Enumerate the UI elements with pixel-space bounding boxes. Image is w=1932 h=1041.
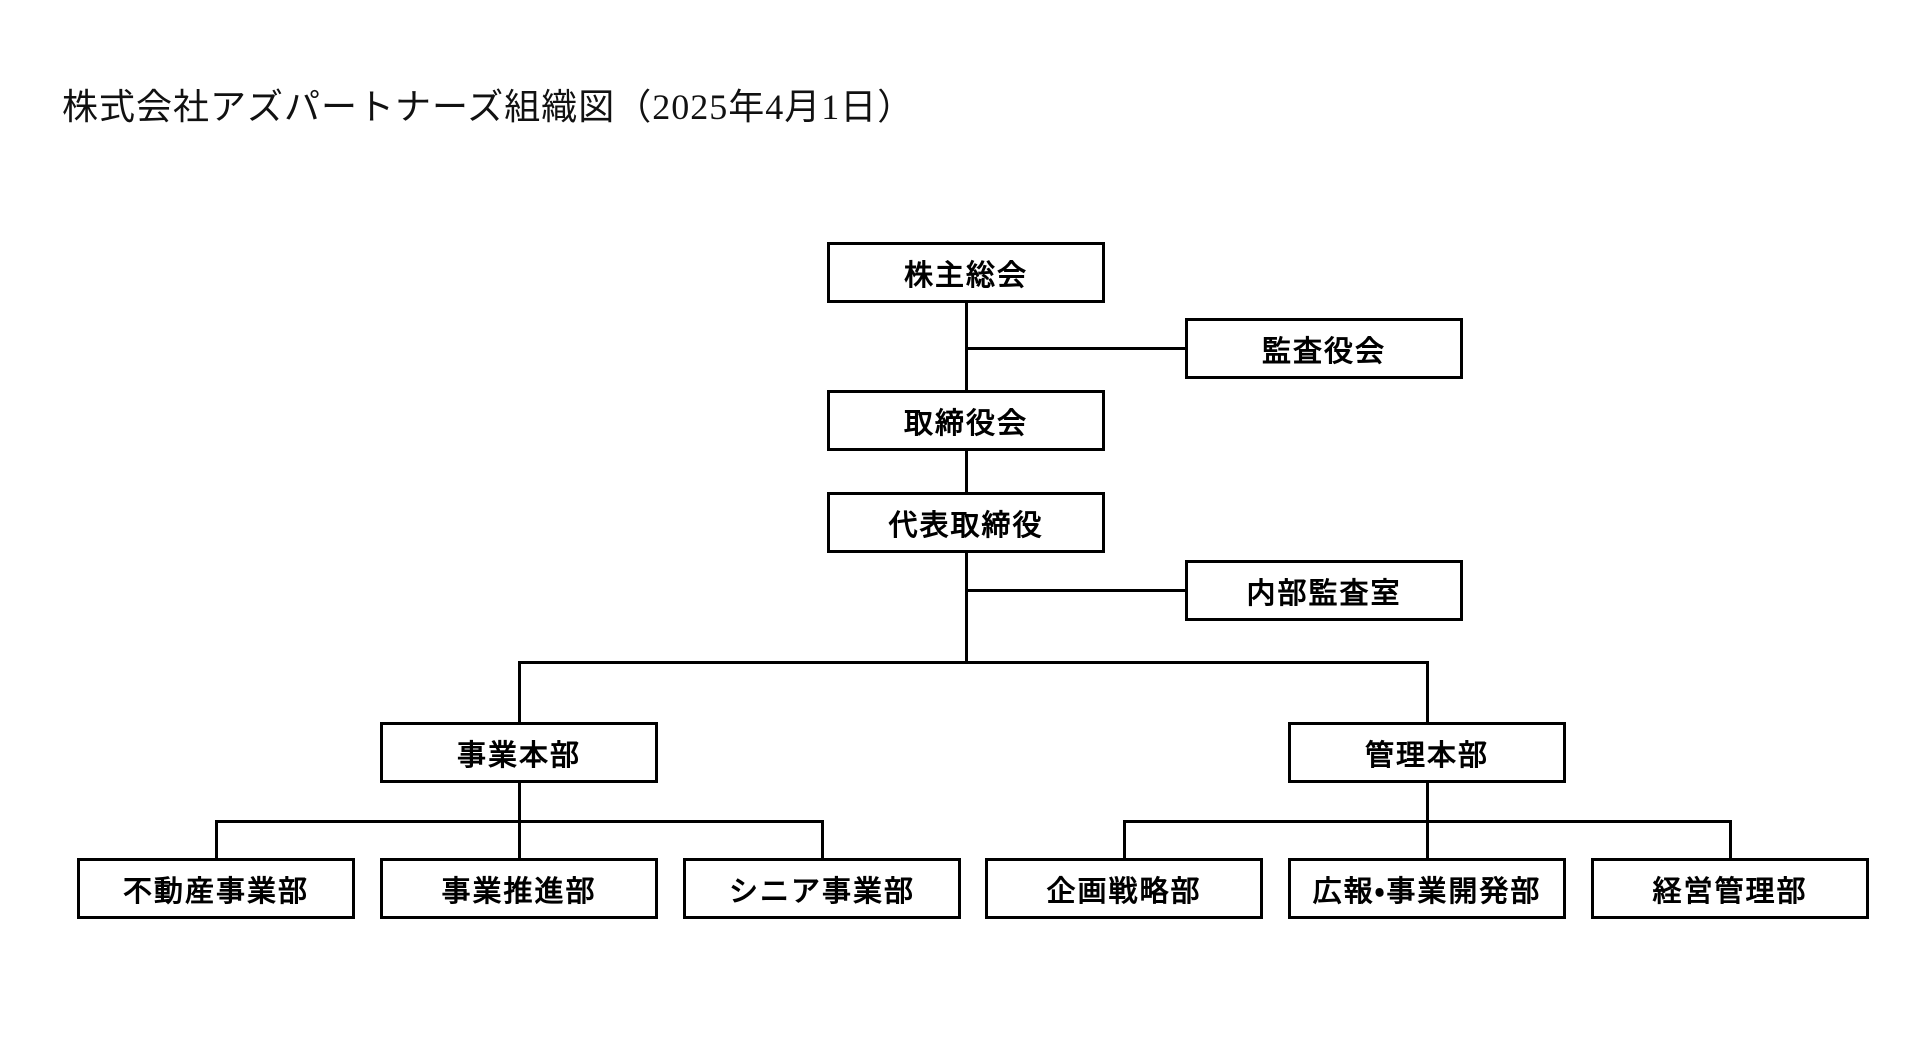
node-business-promotion-dept: 事業推進部 — [380, 858, 658, 919]
connector-rep-to-rail — [965, 553, 968, 664]
node-real-estate-dept-label: 不動産事業部 — [122, 875, 309, 908]
node-senior-business-dept: シニア事業部 — [683, 858, 961, 919]
connector-directors-to-rep — [965, 451, 968, 492]
connector-to-real-estate — [215, 820, 218, 858]
node-board-of-directors-label: 取締役会 — [903, 407, 1028, 440]
node-planning-strategy-dept: 企画戦略部 — [985, 858, 1263, 919]
node-internal-audit-office: 内部監査室 — [1185, 560, 1463, 621]
node-management-admin-dept: 経営管理部 — [1591, 858, 1869, 919]
node-admin-hq-label: 管理本部 — [1364, 739, 1489, 772]
node-shareholders-meeting: 株主総会 — [827, 242, 1105, 303]
chart-title: 株式会社アズパートナーズ組織図（2025年4月1日） — [62, 87, 915, 127]
node-planning-strategy-dept-label: 企画戦略部 — [1046, 875, 1202, 908]
node-representative-director: 代表取締役 — [827, 492, 1105, 553]
node-audit-board-label: 監査役会 — [1261, 335, 1386, 368]
node-pr-business-dev-dept: 広報・事業開発部 — [1288, 858, 1566, 919]
node-board-of-directors: 取締役会 — [827, 390, 1105, 451]
connector-rail-to-business-hq — [518, 661, 521, 722]
node-business-promotion-dept-label: 事業推進部 — [441, 875, 597, 908]
connector-to-planning — [1123, 820, 1126, 858]
connector-to-internal-audit — [965, 589, 1185, 592]
node-internal-audit-office-label: 内部監査室 — [1246, 577, 1402, 610]
node-audit-board: 監査役会 — [1185, 318, 1463, 379]
node-shareholders-meeting-label: 株主総会 — [903, 259, 1028, 292]
connector-to-senior — [821, 820, 824, 858]
node-pr-business-dev-dept-label: 広報・事業開発部 — [1312, 875, 1542, 908]
connector-rail-to-admin-hq — [1426, 661, 1429, 722]
connector-to-mgmt-admin — [1729, 820, 1732, 858]
connector-right-sub-rail — [1123, 820, 1732, 823]
node-business-hq: 事業本部 — [380, 722, 658, 783]
node-real-estate-dept: 不動産事業部 — [77, 858, 355, 919]
node-senior-business-dept-label: シニア事業部 — [728, 875, 915, 908]
node-management-admin-dept-label: 経営管理部 — [1652, 875, 1808, 908]
node-business-hq-label: 事業本部 — [456, 739, 581, 772]
connector-main-rail — [518, 661, 1428, 664]
connector-left-sub-rail — [215, 820, 824, 823]
node-admin-hq: 管理本部 — [1288, 722, 1566, 783]
connector-to-audit-board — [965, 347, 1185, 350]
node-representative-director-label: 代表取締役 — [888, 509, 1044, 542]
